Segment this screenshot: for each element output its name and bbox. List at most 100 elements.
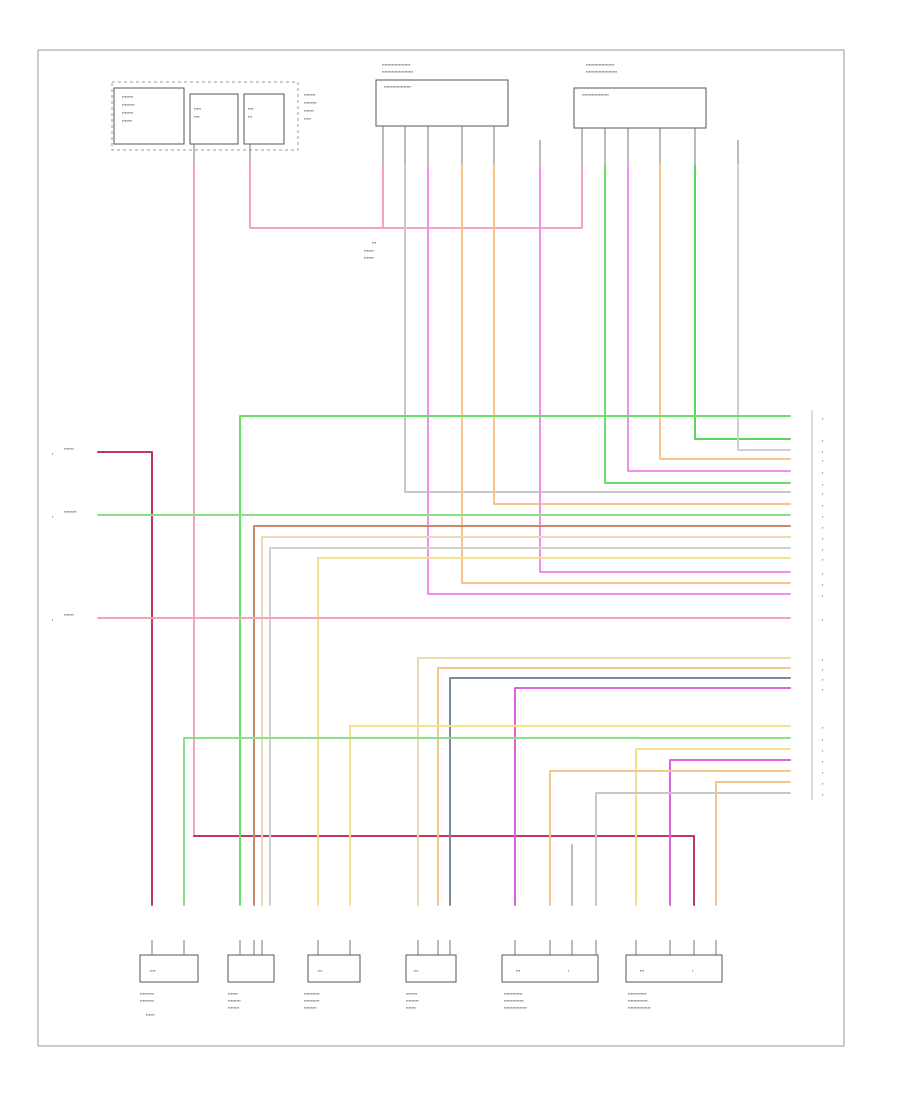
svg-text:▪: ▪	[822, 770, 824, 775]
svg-text:▪▪▪▪▪▪: ▪▪▪▪▪▪	[146, 1012, 155, 1017]
wire-darkred-branch	[193, 835, 695, 906]
wire-brown-1	[253, 525, 791, 906]
svg-text:▪▪▪▪▪▪▪▪▪: ▪▪▪▪▪▪▪▪▪	[64, 509, 77, 514]
svg-text:▪▪▪▪▪▪▪▪▪: ▪▪▪▪▪▪▪▪▪	[228, 998, 241, 1003]
svg-text:▪▪▪▪▪▪▪▪▪▪▪▪▪▪▪▪▪▪▪: ▪▪▪▪▪▪▪▪▪▪▪▪▪▪▪▪▪▪▪	[582, 92, 610, 97]
svg-text:▪▪▪▪▪▪▪▪▪▪▪▪▪▪▪▪▪▪▪▪: ▪▪▪▪▪▪▪▪▪▪▪▪▪▪▪▪▪▪▪▪	[586, 62, 615, 67]
bottom-component-3: ▪▪▪ ▪▪▪▪▪▪▪▪▪▪▪ ▪▪▪▪▪▪▪▪▪▪▪ ▪▪▪▪▪▪▪▪▪	[304, 940, 361, 1010]
wire-pink-top-bus	[249, 164, 583, 229]
svg-text:▪▪▪▪: ▪▪▪▪	[194, 114, 200, 119]
bottom-component-5: ▪▪▪ ▪ ▪▪▪▪▪▪▪▪▪▪▪▪▪ ▪▪▪▪▪▪▪▪▪▪▪▪▪▪ ▪▪▪▪▪…	[501, 940, 599, 1010]
svg-text:▪: ▪	[822, 449, 824, 454]
top-right-component: ▪▪▪▪▪▪▪▪▪▪▪▪▪▪▪▪▪▪▪▪ ▪▪▪▪▪▪▪▪▪▪▪▪▪▪▪▪▪▪▪…	[573, 62, 707, 129]
wire-yellow-1	[317, 557, 791, 906]
svg-text:▪▪▪: ▪▪▪	[318, 968, 323, 973]
svg-text:▪▪▪▪▪▪▪▪▪▪▪▪▪▪▪▪▪▪▪▪: ▪▪▪▪▪▪▪▪▪▪▪▪▪▪▪▪▪▪▪▪	[382, 62, 411, 67]
top-center-component: ▪▪▪▪▪▪▪▪▪▪▪▪▪▪▪▪▪▪▪▪ ▪▪▪▪▪▪▪▪▪▪▪▪▪▪▪▪▪▪▪…	[375, 62, 509, 127]
svg-text:▪▪▪: ▪▪▪	[372, 240, 377, 245]
svg-text:▪▪▪▪▪▪▪: ▪▪▪▪▪▪▪	[406, 1005, 417, 1010]
svg-text:▪▪▪▪▪▪▪▪: ▪▪▪▪▪▪▪▪	[304, 92, 316, 97]
svg-text:▪▪▪▪: ▪▪▪▪	[150, 968, 156, 973]
wire-yellow-2	[349, 725, 791, 906]
svg-text:▪▪▪: ▪▪▪	[516, 968, 521, 973]
wire-gray-2	[269, 547, 791, 906]
wire-magenta-2	[539, 164, 791, 573]
wire-green-3	[183, 737, 791, 906]
svg-text:▪: ▪	[52, 451, 54, 456]
svg-text:▪▪▪▪▪: ▪▪▪▪▪	[194, 106, 202, 111]
svg-text:▪: ▪	[822, 725, 824, 730]
wire-green-r2	[694, 164, 791, 440]
svg-text:▪: ▪	[822, 667, 824, 672]
wire-tan-1	[261, 536, 791, 906]
wire-green-left-drop	[239, 415, 791, 906]
wire-orange-1	[461, 164, 791, 584]
svg-text:▪: ▪	[52, 514, 54, 519]
svg-text:▪: ▪	[822, 416, 824, 421]
wire-magenta-1	[427, 164, 791, 595]
wire-orange-r1	[659, 164, 791, 460]
svg-text:▪: ▪	[822, 759, 824, 764]
svg-text:▪▪▪▪▪▪▪▪: ▪▪▪▪▪▪▪▪	[122, 94, 134, 99]
svg-text:▪▪▪▪▪▪▪▪▪▪: ▪▪▪▪▪▪▪▪▪▪	[140, 991, 155, 996]
svg-text:▪: ▪	[52, 617, 54, 622]
svg-text:▪▪▪▪▪▪▪▪▪: ▪▪▪▪▪▪▪▪▪	[122, 102, 135, 107]
svg-text:▪: ▪	[822, 687, 824, 692]
right-connector: ▪ ▪ ▪ ▪ ▪ ▪ ▪ ▪ ▪ ▪ ▪ ▪ ▪ ▪ ▪ ▪ ▪ ▪ ▪ ▪ …	[811, 410, 824, 800]
svg-text:▪▪▪▪▪▪▪▪▪: ▪▪▪▪▪▪▪▪▪	[304, 1005, 317, 1010]
svg-text:▪▪▪▪▪▪▪▪▪▪▪▪▪▪▪▪: ▪▪▪▪▪▪▪▪▪▪▪▪▪▪▪▪	[504, 1005, 527, 1010]
wire-orange-4	[549, 770, 791, 906]
svg-text:▪: ▪	[822, 491, 824, 496]
svg-text:▪: ▪	[822, 438, 824, 443]
splice-label: ▪▪▪ ▪▪▪▪▪▪▪ ▪▪▪▪▪▪▪	[364, 240, 377, 260]
svg-text:▪▪▪▪▪: ▪▪▪▪▪	[304, 116, 312, 121]
svg-text:▪: ▪	[822, 503, 824, 508]
svg-text:▪▪▪▪▪▪▪▪▪: ▪▪▪▪▪▪▪▪▪	[304, 100, 317, 105]
svg-text:▪▪▪: ▪▪▪	[248, 114, 253, 119]
bottom-component-2: ▪▪▪▪▪▪▪ ▪▪▪▪▪▪▪▪▪ ▪▪▪▪▪▪▪▪	[227, 940, 275, 1010]
svg-text:▪: ▪	[822, 458, 824, 463]
top-pin-stubs	[193, 126, 739, 165]
wire-bluegray-1	[449, 677, 791, 906]
wire-darkred-left	[97, 451, 153, 906]
svg-text:▪▪▪▪▪▪▪▪▪▪▪▪▪: ▪▪▪▪▪▪▪▪▪▪▪▪▪	[504, 991, 523, 996]
bottom-component-4: ▪▪▪ ▪▪▪▪▪▪▪▪ ▪▪▪▪▪▪▪▪▪ ▪▪▪▪▪▪▪	[405, 940, 457, 1010]
svg-text:▪: ▪	[822, 657, 824, 662]
svg-text:▪▪▪▪▪▪▪▪▪▪▪▪▪▪▪▪: ▪▪▪▪▪▪▪▪▪▪▪▪▪▪▪▪	[628, 1005, 651, 1010]
svg-text:▪▪▪▪▪▪▪▪▪▪▪▪▪▪▪▪▪▪▪▪▪▪: ▪▪▪▪▪▪▪▪▪▪▪▪▪▪▪▪▪▪▪▪▪▪	[586, 69, 618, 74]
svg-text:▪▪▪▪▪▪▪▪▪▪▪▪▪▪▪▪▪▪▪▪▪▪: ▪▪▪▪▪▪▪▪▪▪▪▪▪▪▪▪▪▪▪▪▪▪	[382, 69, 414, 74]
svg-text:▪: ▪	[822, 571, 824, 576]
svg-text:▪▪▪▪▪▪▪: ▪▪▪▪▪▪▪	[64, 446, 75, 451]
svg-text:▪▪▪▪▪▪▪▪: ▪▪▪▪▪▪▪▪	[228, 1005, 240, 1010]
wire-gray-3	[595, 792, 791, 906]
wire-magenta-r1	[627, 164, 791, 472]
svg-text:▪: ▪	[822, 557, 824, 562]
svg-text:▪: ▪	[692, 968, 694, 973]
svg-text:▪: ▪	[822, 737, 824, 742]
svg-text:▪▪▪▪▪▪▪▪▪▪▪▪▪▪: ▪▪▪▪▪▪▪▪▪▪▪▪▪▪	[504, 998, 524, 1003]
svg-text:▪▪▪▪▪▪▪▪▪▪▪▪▪▪: ▪▪▪▪▪▪▪▪▪▪▪▪▪▪	[628, 998, 648, 1003]
svg-text:▪▪▪▪▪▪▪: ▪▪▪▪▪▪▪	[122, 118, 133, 123]
svg-text:▪▪▪▪▪▪▪: ▪▪▪▪▪▪▪	[64, 612, 75, 617]
svg-text:▪: ▪	[822, 470, 824, 475]
svg-text:▪▪▪▪▪▪▪: ▪▪▪▪▪▪▪	[364, 255, 375, 260]
svg-text:▪▪▪▪▪▪▪▪▪▪▪: ▪▪▪▪▪▪▪▪▪▪▪	[304, 998, 320, 1003]
wire-gray-r1	[737, 164, 791, 451]
svg-text:▪▪▪▪▪▪▪▪▪▪▪▪▪: ▪▪▪▪▪▪▪▪▪▪▪▪▪	[628, 991, 647, 996]
top-left-component: ▪▪▪▪▪▪▪▪ ▪▪▪▪▪▪▪▪▪ ▪▪▪▪▪▪▪▪ ▪▪▪▪▪▪▪ ▪▪▪▪…	[111, 81, 317, 151]
svg-text:▪: ▪	[822, 617, 824, 622]
svg-text:▪▪▪▪: ▪▪▪▪	[248, 106, 254, 111]
svg-text:▪: ▪	[822, 547, 824, 552]
svg-text:▪▪▪▪▪▪▪: ▪▪▪▪▪▪▪	[364, 248, 375, 253]
svg-text:▪: ▪	[822, 781, 824, 786]
wire-green-r1	[604, 164, 791, 484]
left-connector: ▪ ▪ ▪ ▪▪▪▪▪▪▪ ▪▪▪▪▪▪▪▪▪ ▪▪▪▪▪▪▪	[52, 446, 77, 622]
wire-tan-2	[417, 657, 791, 906]
bottom-component-6: ▪▪▪ ▪ ▪▪▪▪▪▪▪▪▪▪▪▪▪ ▪▪▪▪▪▪▪▪▪▪▪▪▪▪ ▪▪▪▪▪…	[625, 940, 723, 1010]
svg-text:▪: ▪	[822, 748, 824, 753]
svg-text:▪▪▪: ▪▪▪	[414, 968, 419, 973]
svg-text:▪▪▪▪▪▪▪: ▪▪▪▪▪▪▪	[228, 991, 239, 996]
svg-text:▪: ▪	[568, 968, 570, 973]
svg-text:▪▪▪▪▪▪▪: ▪▪▪▪▪▪▪	[304, 108, 315, 113]
